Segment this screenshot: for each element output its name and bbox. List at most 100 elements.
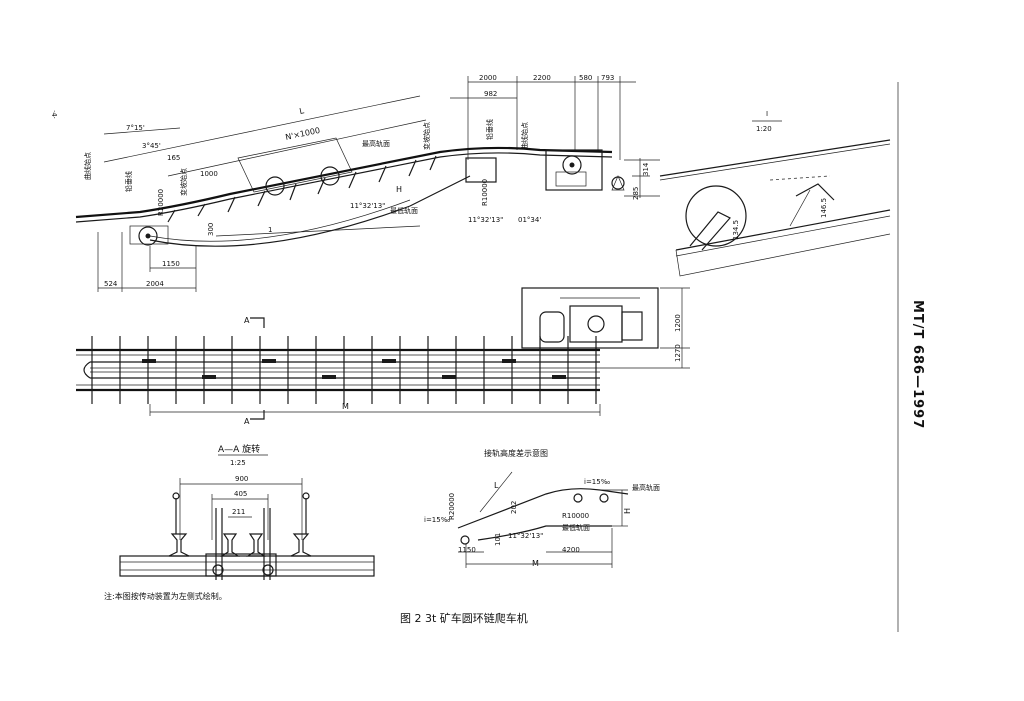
section-title: A—A 旋转 bbox=[218, 443, 260, 455]
label-track-start-left: 变坡始点 bbox=[179, 168, 188, 196]
chain-return-curve bbox=[149, 175, 471, 247]
plan-sleepers bbox=[91, 336, 597, 404]
schematic-wheel-left bbox=[573, 493, 583, 503]
tail-sprocket-icon bbox=[138, 226, 158, 246]
schematic-R20000: R20000 bbox=[448, 493, 456, 520]
rail-height-schematic: 接轨高度差示意图 H 最高轨面 最低轨面 i=15‰ i=15‰ R20000 … bbox=[424, 448, 660, 568]
angle-right: 11°32'13" bbox=[468, 216, 503, 224]
detail-rail-lower bbox=[675, 209, 891, 251]
car-wheel-right bbox=[320, 166, 340, 186]
figure-caption: 图 2 3t 矿车圆环链爬车机 bbox=[400, 611, 528, 625]
dim-2000-top: 2000 bbox=[479, 74, 497, 82]
schematic-label-H: H bbox=[623, 508, 632, 514]
label-curve-start-right: 曲线始点 bbox=[520, 122, 529, 150]
reducer-block bbox=[465, 157, 497, 183]
label-high-rail-top: 最高轨面 bbox=[362, 139, 390, 148]
angle-7-15: 7°15' bbox=[126, 124, 145, 132]
plan-coupling bbox=[621, 311, 643, 341]
page-mark: ·4· bbox=[50, 110, 58, 119]
detail-dim-146-5: 146.5 bbox=[820, 198, 828, 218]
label-track-start-right: 变坡始点 bbox=[422, 122, 431, 150]
head-sprocket-icon bbox=[562, 155, 582, 175]
dim-1200: 1200 bbox=[674, 314, 682, 332]
angle-3-45: 3°45' bbox=[142, 142, 161, 150]
detail-scale: 1:20 bbox=[756, 125, 772, 133]
dim-982: 982 bbox=[484, 90, 497, 98]
dim-165: 165 bbox=[167, 154, 180, 162]
dim-580-top: 580 bbox=[579, 74, 592, 82]
schematic-dim-101: 101 bbox=[494, 533, 502, 546]
elevation-view: 2000 2200 580 793 982 L N'×1000 7°15' 3°… bbox=[75, 74, 660, 292]
schematic-title: 接轨高度差示意图 bbox=[484, 448, 548, 458]
label-L-top: L bbox=[299, 106, 306, 116]
schematic-wheel-low bbox=[460, 535, 470, 545]
dim-1000-left: 1000 bbox=[200, 170, 218, 178]
detail-rail-upper bbox=[659, 139, 891, 177]
section-scale: 1:25 bbox=[230, 459, 246, 467]
stop-wheel-icon bbox=[611, 176, 625, 190]
label-H-elevation: H bbox=[396, 185, 402, 194]
section-base-plate bbox=[119, 555, 375, 577]
chain-pushers bbox=[167, 155, 437, 223]
mine-car-outline bbox=[237, 137, 353, 193]
angle-far-right: 01°34' bbox=[518, 216, 541, 224]
schematic-low-rail-label: 最低轨面 bbox=[562, 523, 590, 532]
dim-2200-top: 2200 bbox=[533, 74, 551, 82]
schematic-low-rail bbox=[477, 525, 612, 541]
drawing-note: 注:本图按传动装置为左侧式绘制。 bbox=[104, 591, 227, 601]
schematic-dim-1150: 1150 bbox=[458, 546, 476, 554]
schematic-R10000: R10000 bbox=[562, 512, 589, 520]
dim-793-top: 793 bbox=[601, 74, 614, 82]
detail-scale-label: I bbox=[766, 110, 768, 118]
dim-300: 300 bbox=[207, 223, 215, 236]
dim-285: 285 bbox=[632, 187, 640, 200]
label-curve-start-left: 曲线始点 bbox=[83, 152, 92, 180]
plan-motor bbox=[539, 311, 565, 343]
schematic-slope-right: i=15‰ bbox=[584, 478, 611, 486]
dim-524: 524 bbox=[104, 280, 118, 288]
rail-upper bbox=[75, 146, 613, 219]
standard-code: MT/T 686—1997 bbox=[910, 300, 925, 429]
schematic-slope-left: i=15‰ bbox=[424, 516, 451, 524]
detail-wheel-icon bbox=[685, 185, 747, 247]
label-plumb-left: 铅垂线 bbox=[124, 171, 133, 192]
detail-I-view: I 1:20 134.5 146.5 bbox=[659, 110, 891, 277]
plan-view: A A bbox=[76, 287, 690, 426]
dim-900: 900 bbox=[235, 475, 248, 483]
dim-1270: 1270 bbox=[674, 344, 682, 362]
section-rails bbox=[168, 533, 312, 557]
section-mark-A-bottom: A bbox=[244, 417, 250, 426]
detail-dim-134-5: 134.5 bbox=[732, 220, 740, 240]
section-mark-A-top: A bbox=[244, 316, 250, 325]
dim-314: 314 bbox=[642, 162, 650, 176]
schematic-label-L: L bbox=[494, 481, 499, 490]
radius-R20000-left: R20000 bbox=[157, 189, 165, 216]
label-plumb-right: 铅垂线 bbox=[485, 119, 494, 140]
dim-211: 211 bbox=[232, 508, 245, 516]
plan-drive-base bbox=[521, 287, 659, 349]
section-pushers bbox=[172, 492, 310, 580]
schematic-dim-4200: 4200 bbox=[562, 546, 580, 554]
dim-2004: 2004 bbox=[146, 280, 164, 288]
label-M-plan: M bbox=[342, 402, 349, 411]
label-N-times-1000: N'×1000 bbox=[285, 126, 321, 142]
plan-chain-dogs bbox=[142, 359, 566, 379]
chain-return-inner bbox=[149, 199, 411, 242]
tail-frame bbox=[129, 225, 169, 245]
dim-1150-elev: 1150 bbox=[162, 260, 180, 268]
radius-R10000-right: R10000 bbox=[481, 179, 489, 206]
schematic-angle: 11°32'13" bbox=[508, 532, 543, 540]
schematic-dim-202: 202 bbox=[510, 501, 518, 514]
detail-pusher bbox=[689, 211, 731, 251]
schematic-label-M: M bbox=[532, 559, 539, 568]
angle-mid: 11°32'13" bbox=[350, 202, 385, 210]
head-drive-frame bbox=[545, 149, 603, 191]
schematic-wheel-right bbox=[599, 493, 609, 503]
dim-405: 405 bbox=[234, 490, 247, 498]
label-low-rail-mid: 最低轨面 bbox=[390, 206, 418, 215]
dim-1: 1 bbox=[268, 226, 272, 234]
car-wheel-left bbox=[265, 176, 285, 196]
rail-lower bbox=[75, 152, 613, 223]
section-AA-view: A—A 旋转 1:25 900 405 211 bbox=[104, 443, 375, 601]
